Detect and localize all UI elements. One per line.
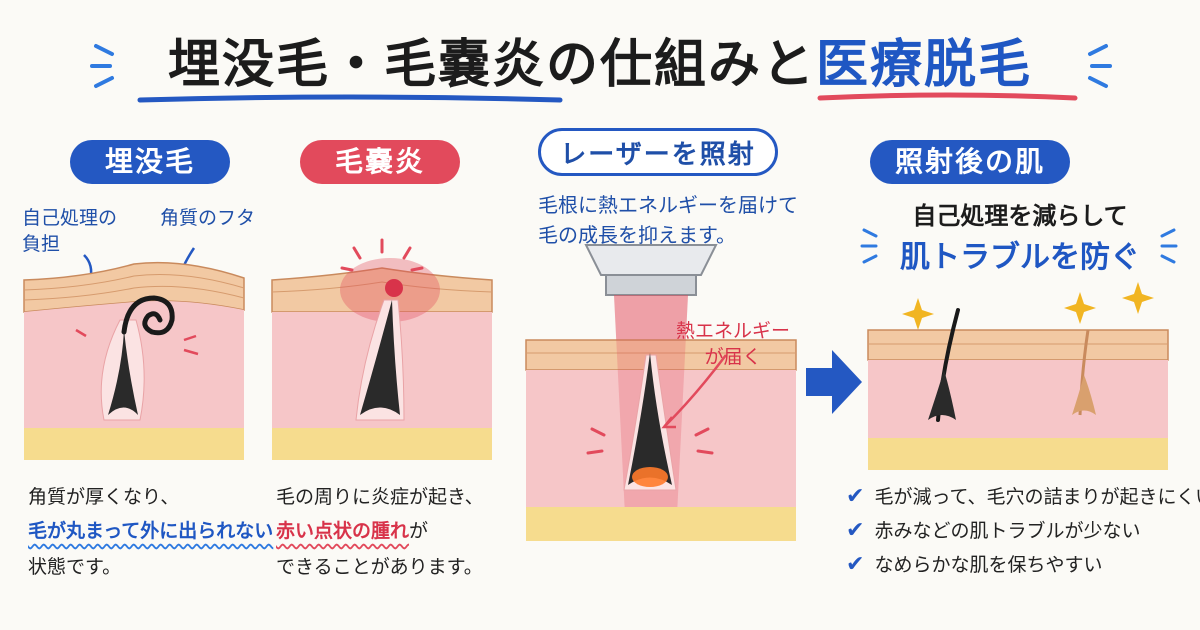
hair-bulb [360,300,400,415]
check-item-1: ✔ 毛が減って、毛穴の詰まりが起きにくい [846,480,1200,514]
ingrown-note-left: 自己処理の 負担 [22,207,118,255]
check-icon: ✔ [846,484,865,509]
folliculitis-desc-1: 毛の周りに炎症が起き、 [276,486,484,508]
folliculitis-desc-2: 赤い点状の腫れが [276,514,428,548]
inflammation-rays [340,238,424,272]
ingrown-desc-2: 毛が丸まって外に出られない [28,520,274,542]
title-part-3: 医療脱毛 [816,35,1033,95]
check-item-3-text: なめらかな肌を保ちやすい [874,554,1103,576]
title-underline-red [817,92,1078,101]
arrow-right-icon [806,350,862,414]
check-item-1-text: 毛が減って、毛穴の詰まりが起きにくい [874,486,1200,508]
hair-bulb [928,370,956,420]
curled-hair [121,295,175,336]
laser-device-icon [584,244,718,296]
laser-diagram [525,244,797,541]
red-bump [385,279,403,297]
title-underline-blue [137,94,563,103]
ingrown-desc-3: 状態です。 [28,556,122,578]
check-item-3: ✔ なめらかな肌を保ちやすい [846,548,1200,582]
laser-desc: 毛根に熱エネルギーを届けて 毛の成長を抑えます。 [538,193,798,247]
skin-fat [24,428,244,460]
folliculitis-label: 毛嚢炎 [300,140,460,184]
ingrown-desc-1: 角質が厚くなり、 [28,486,180,508]
heat-glow [632,467,668,487]
ingrown-label: 埋没毛 [70,140,230,184]
after-checklist: ✔ 毛が減って、毛穴の詰まりが起きにくい ✔ 赤みなどの肌トラブルが少ない ✔ なめら… [846,480,1200,582]
laser-note: 熱エネルギー が届く [676,320,791,368]
hair-bulb [108,330,138,415]
title-part-1: 埋没毛・毛嚢炎 [167,35,546,95]
title-decorations [90,44,1112,103]
check-item-2-text: 赤みなどの肌トラブルが少ない [874,520,1141,542]
ingrown-note-right: 角質のフタ [160,207,256,229]
check-item-2: ✔ 赤みなどの肌トラブルが少ない [846,514,1200,548]
page-title: 埋没毛・毛嚢炎の仕組みと医療脱毛 [0,22,1200,97]
after-skin-diagram [867,282,1169,470]
title-accent-strokes [90,44,1112,88]
check-icon: ✔ [846,518,865,543]
laser-label: レーザーを照射 [538,128,778,176]
check-icon: ✔ [846,552,865,577]
title-part-2: の仕組みと [545,35,816,95]
folliculitis-skin-diagram [271,238,493,460]
after-headline-1: 自己処理を減らして [912,202,1128,230]
folliculitis-desc-2-highlight: 赤い点状の腫れ [276,520,410,542]
hair-bulb [628,353,672,485]
after-label: 照射後の肌 [870,140,1070,184]
sparkle-icon [902,282,1154,330]
folliculitis-desc-2-rest: が [409,520,429,542]
ingrown-skin-diagram [23,247,245,460]
after-headline-2: 肌トラブルを防ぐ [900,240,1140,275]
folliculitis-desc-3: できることがあります。 [276,556,483,578]
after-headline-strokes [860,228,1178,264]
